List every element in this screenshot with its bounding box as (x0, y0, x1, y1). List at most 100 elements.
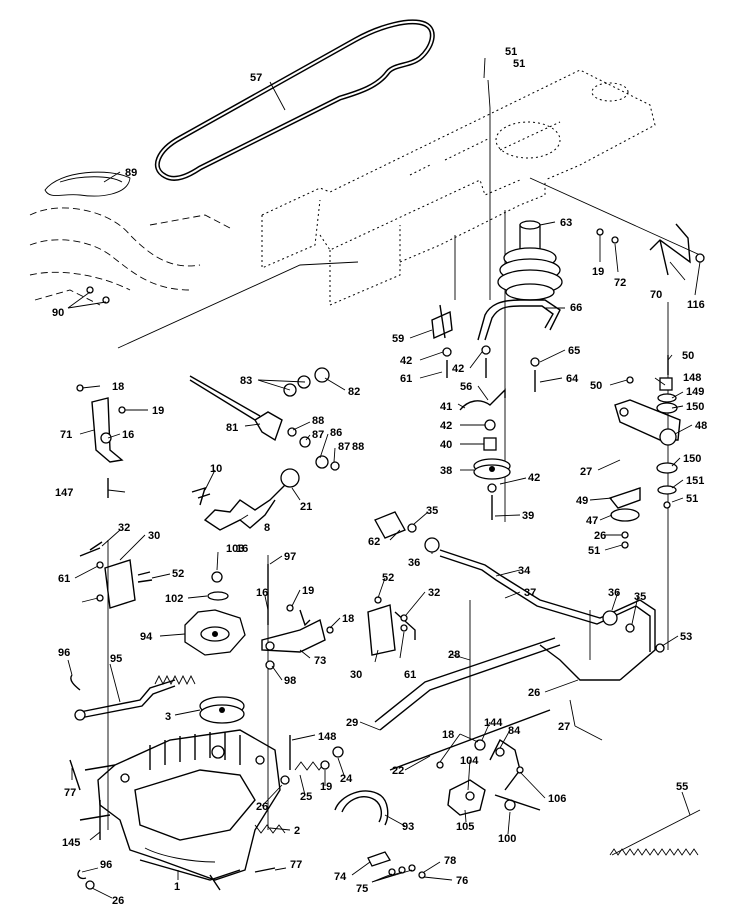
transaxle (79, 729, 281, 891)
callout: 65 (568, 345, 580, 357)
callout: 97 (284, 551, 296, 563)
callout: 88 (312, 415, 324, 427)
callout: 1 (174, 881, 180, 893)
callout: 48 (695, 420, 707, 432)
callout: 55 (676, 781, 688, 793)
callout: 2 (294, 825, 300, 837)
callout-leaders (67, 57, 701, 899)
callout: 25 (300, 791, 312, 803)
callout: 81 (226, 422, 238, 434)
callout: 73 (314, 655, 326, 667)
callout: 21 (300, 501, 312, 513)
callout: 59 (392, 333, 404, 345)
callout: 150 (686, 401, 704, 413)
callout: 77 (290, 859, 302, 871)
callout: 94 (140, 631, 153, 643)
bracket-73 (261, 564, 334, 670)
callout: 36 (608, 587, 620, 599)
callout: 42 (452, 363, 464, 375)
brake-lever-assembly (436, 738, 541, 816)
callout: 27 (558, 721, 570, 733)
callout: 75 (356, 883, 368, 895)
callout: 47 (586, 515, 598, 527)
callout: 106 (548, 793, 566, 805)
callout: 61 (58, 573, 70, 585)
alignment-lines (107, 79, 701, 830)
callout: 61 (404, 669, 416, 681)
callout: 39 (522, 510, 534, 522)
callout: 116 (687, 299, 705, 311)
callout: 42 (440, 420, 452, 432)
callout: 87 (338, 441, 350, 453)
callout: 83 (240, 375, 252, 387)
callout: 89 (125, 167, 137, 179)
callout: 32 (428, 587, 440, 599)
misc-springs (254, 735, 389, 834)
callout: 82 (348, 386, 360, 398)
callout: 35 (634, 591, 646, 603)
left-bracket (76, 384, 126, 498)
callout: 72 (614, 277, 626, 289)
callout: 8 (264, 522, 270, 534)
callout: 18 (112, 381, 124, 393)
callout: 103 (226, 543, 244, 555)
callout: 26 (112, 895, 124, 907)
brake-bracket (608, 355, 681, 549)
callout: 34 (518, 565, 531, 577)
callout: 42 (528, 472, 540, 484)
engine-pulley (477, 220, 563, 341)
callout: 10 (210, 463, 222, 475)
callout: 102 (165, 593, 183, 605)
callout: 53 (680, 631, 692, 643)
callout: 93 (402, 821, 414, 833)
callout: 19 (302, 585, 314, 597)
bottom-parts (69, 759, 426, 890)
callout: 36 (408, 557, 420, 569)
callout: 56 (460, 381, 472, 393)
callout: 49 (576, 495, 588, 507)
callout: 3 (165, 711, 171, 723)
callout: 95 (110, 653, 122, 665)
transmission-pulley (199, 696, 245, 724)
callout: 98 (284, 675, 296, 687)
callout: 148 (318, 731, 336, 743)
callout: 30 (350, 669, 362, 681)
callout: 26 (528, 687, 540, 699)
callout: 84 (508, 725, 521, 737)
callout: 22 (392, 765, 404, 777)
callout: 57 (250, 72, 262, 84)
callout: 16 (236, 543, 248, 555)
callout: 88 (352, 441, 364, 453)
cooling-fan (184, 571, 246, 656)
callout: 147 (55, 487, 73, 499)
callout: 28 (448, 649, 460, 661)
long-spring (609, 809, 701, 856)
callout: 149 (686, 386, 704, 398)
callout: 148 (683, 372, 701, 384)
callout: 96 (100, 859, 112, 871)
callout: 41 (440, 401, 452, 413)
callout: 19 (592, 266, 604, 278)
shaft-95 (70, 674, 196, 721)
upper-right-links (596, 223, 705, 276)
callout: 71 (60, 429, 72, 441)
callout: 63 (560, 217, 572, 229)
callout: 52 (172, 568, 184, 580)
callout: 87 (312, 429, 324, 441)
parts-62-36 (374, 511, 635, 633)
callout: 40 (440, 439, 452, 451)
callout: 16 (122, 429, 134, 441)
callout: 150 (683, 453, 701, 465)
callout: 62 (368, 536, 380, 548)
callout: 86 (330, 427, 342, 439)
callout: 70 (650, 289, 662, 301)
left-brackets-30 (79, 541, 416, 656)
rods (374, 549, 665, 771)
callout: 144 (484, 717, 503, 729)
callout: 90 (52, 307, 64, 319)
callout-labels: 57 51 51 89 63 19 72 70 116 90 66 59 42 … (52, 46, 707, 907)
drive-belt (154, 19, 435, 181)
callout: 77 (64, 787, 76, 799)
callout: 26 (256, 801, 268, 813)
